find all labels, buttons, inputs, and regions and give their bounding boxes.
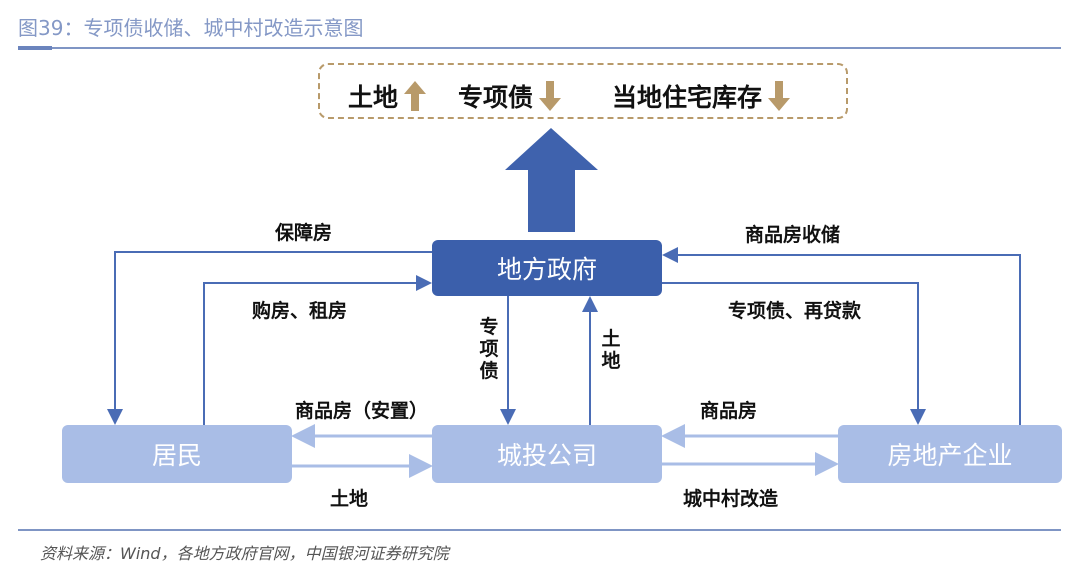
title-rule-accent [18, 46, 52, 50]
arrow-down-icon [539, 81, 562, 111]
node-residents: 居民 [62, 425, 292, 483]
arrow-down-icon [768, 81, 791, 111]
node-developer: 房地产企业 [838, 425, 1062, 483]
edge-label: 购房、租房 [252, 300, 348, 322]
edge-label: 商品房（安置） [295, 400, 429, 422]
edge-label: 城中村改造 [683, 488, 779, 510]
summary-item-land: 土地 [348, 78, 427, 114]
edge-label: 专项债 [479, 316, 499, 382]
figure-title: 图39：专项债收储、城中村改造示意图 [18, 16, 364, 40]
summary-label: 当地住宅库存 [612, 83, 763, 112]
edge-developer-to-gov [662, 247, 1021, 425]
edge-label: 土地 [330, 488, 369, 510]
edge-gov-to-developer [662, 282, 926, 425]
summary-label: 土地 [348, 83, 399, 112]
summary-label: 专项债 [458, 83, 534, 112]
node-lgfv: 城投公司 [432, 425, 662, 483]
edge-label: 土地 [601, 328, 621, 372]
summary-box [318, 63, 848, 119]
footer-rule [18, 529, 1061, 531]
source-note: 资料来源：Wind，各地方政府官网，中国银河证券研究院 [40, 544, 449, 563]
edge-label: 商品房收储 [745, 224, 841, 246]
edge-label: 商品房 [700, 400, 758, 422]
arrow-up-icon [404, 81, 427, 111]
node-local-government: 地方政府 [432, 240, 662, 296]
edge-gov-to-residents [107, 251, 432, 425]
title-rule [18, 47, 1061, 49]
summary-item-bonds: 专项债 [458, 78, 562, 114]
summary-item-inventory: 当地住宅库存 [612, 78, 791, 114]
edge-label: 专项债、再贷款 [728, 300, 862, 322]
edge-label: 保障房 [275, 222, 333, 244]
big-up-arrow [505, 128, 598, 232]
edge-residents-to-gov [203, 275, 432, 425]
